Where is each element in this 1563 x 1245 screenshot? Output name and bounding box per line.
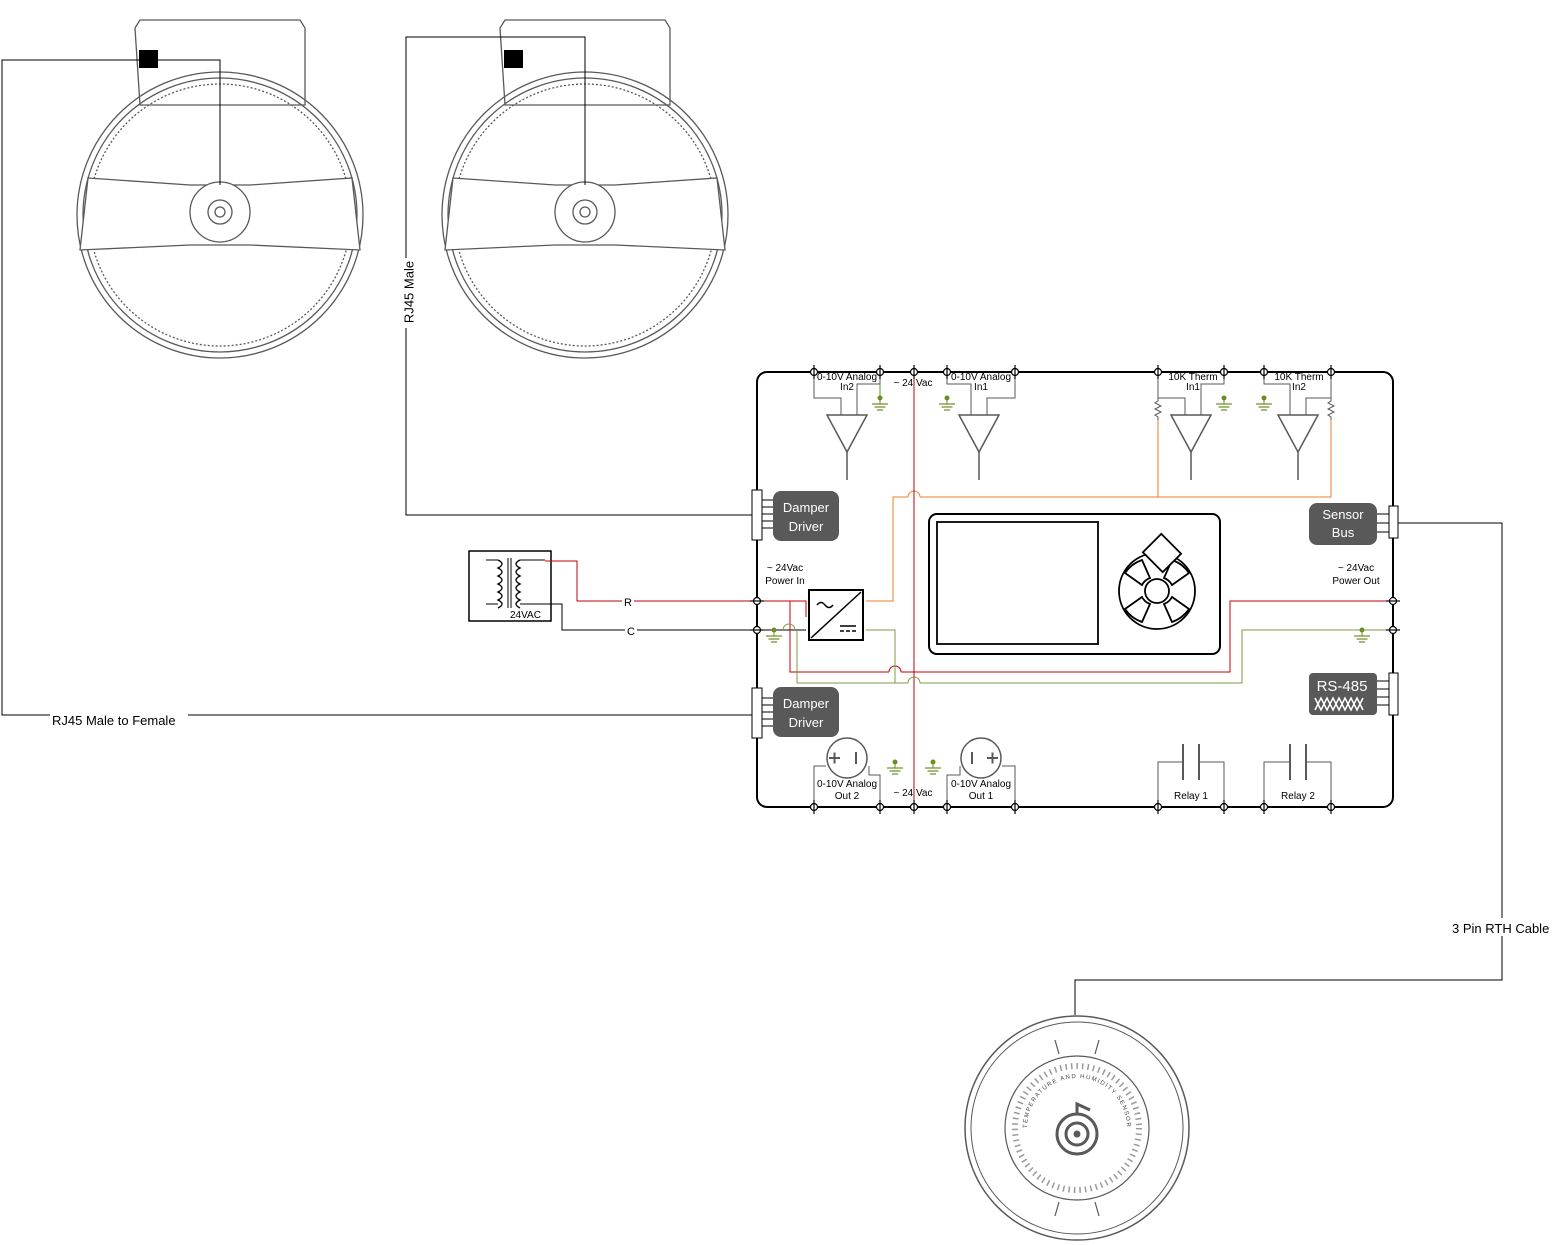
wire-r (545, 560, 807, 617)
rj45-male-to-female-label: RJ45 Male to Female (52, 713, 176, 728)
power-in-label-2: Power In (765, 576, 804, 587)
sensor-bus-line2: Bus (1332, 525, 1355, 540)
three-pin-cable-label: 3 Pin RTH Cable (1452, 921, 1549, 936)
controller-board (756, 371, 1394, 808)
analog-in1-label-1: 0-10V Analog (951, 372, 1011, 383)
power-out-label-2: Power Out (1332, 576, 1379, 587)
analog-in2-label-2: In2 (840, 382, 854, 393)
therm-in2-label-1: 10K Therm (1274, 372, 1323, 383)
red-wiring (789, 372, 1398, 807)
relay-2 (1263, 744, 1332, 807)
relay-2-label: Relay 2 (1281, 791, 1315, 802)
damper-1 (76, 19, 364, 359)
sensor-ring-label: TEMPERATURE AND HUMIDITY SENSOR (1023, 1074, 1131, 1128)
rj45-male-to-female-cable (1, 59, 755, 716)
analog-out2-label-2: Out 2 (835, 791, 860, 802)
therm-in2-label-2: In2 (1292, 382, 1306, 393)
vac-top-label: ~ 24 Vac (893, 378, 932, 389)
wire-c (545, 603, 806, 631)
analog-out2 (813, 737, 881, 807)
damper-1-connector (139, 50, 158, 68)
analog-out1-label-1: 0-10V Analog (951, 779, 1011, 790)
damper-2-wire (513, 36, 586, 185)
three-pin-rth-cable (1074, 522, 1503, 1015)
navigation-pad[interactable] (1118, 532, 1196, 630)
sensor-bus (1309, 503, 1399, 545)
rs485-port (1309, 672, 1399, 716)
rj45-male-cable (405, 36, 755, 516)
transformer-label: 24VAC (510, 610, 541, 621)
vac-bottom-label: ~ 24 Vac (893, 788, 932, 799)
analog-in1 (946, 372, 1016, 480)
damper-driver-bottom-line1: Damper (783, 696, 830, 711)
green-wiring (782, 623, 1398, 684)
therm-in1-label-2: In1 (1186, 382, 1200, 393)
damper-driver-bottom (751, 687, 839, 739)
power-converter (808, 589, 864, 641)
rs485-label: RS-485 (1317, 678, 1368, 695)
rj45-male-label: RJ45 Male (401, 261, 416, 323)
analog-out1-label-2: Out 1 (969, 791, 994, 802)
power-in-label-1: ~ 24Vac (767, 563, 803, 574)
relay-1-label: Relay 1 (1174, 791, 1208, 802)
analog-out1 (946, 737, 1016, 807)
analog-in2 (813, 372, 881, 480)
wire-c-label: C (627, 626, 635, 638)
wire-r-label: R (624, 597, 632, 609)
sensor-bus-line1: Sensor (1322, 507, 1364, 522)
damper-1-wire (148, 59, 221, 185)
analog-in2-label-1: 0-10V Analog (817, 372, 877, 383)
damper-2-connector (504, 50, 523, 68)
power-out-label-1: ~ 24Vac (1338, 563, 1374, 574)
damper-driver-top-line2: Driver (789, 519, 824, 534)
damper-driver-bottom-line2: Driver (789, 715, 824, 730)
damper-driver-top (751, 489, 839, 541)
damper-driver-top-line1: Damper (783, 500, 830, 515)
orange-wiring (866, 420, 1332, 602)
relay-1 (1157, 744, 1225, 807)
therm-in1-label-1: 10K Therm (1168, 372, 1217, 383)
analog-out2-label-1: 0-10V Analog (817, 779, 877, 790)
temperature-humidity-sensor (964, 1015, 1190, 1241)
analog-in1-label-2: In1 (974, 382, 988, 393)
transformer (468, 550, 552, 622)
